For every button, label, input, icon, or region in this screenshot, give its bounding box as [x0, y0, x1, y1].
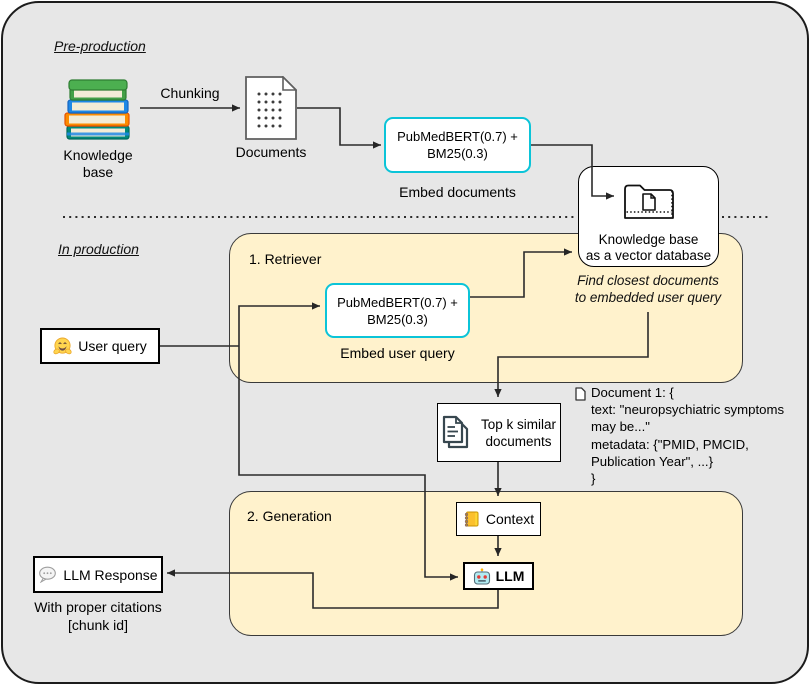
documents-icon [245, 75, 298, 145]
generation-title: 2. Generation [247, 508, 332, 524]
embedder-line2: BM25(0.3) [367, 311, 428, 327]
embed-documents-caption: Embed documents [399, 184, 516, 200]
in-production-label: In production [58, 241, 139, 257]
llm-label: LLM [495, 568, 525, 584]
embedder-line1: PubMedBERT(0.7) + [397, 129, 518, 144]
llm-response-node: LLM Response [33, 556, 163, 593]
embedder-line2: BM25(0.3) [427, 146, 488, 161]
vector-db-node: Knowledge base as a vector database [578, 166, 719, 267]
context-label: Context [485, 511, 535, 527]
top-k-node: Top k similar documents [437, 403, 561, 462]
context-node: Context [456, 502, 541, 536]
llm-response-caption: With proper citations [chunk id] [34, 599, 162, 633]
knowledge-base-label: Knowledge base [63, 147, 133, 180]
hugging-face-icon [53, 337, 72, 356]
find-closest-note: Find closest documents to embedded user … [574, 273, 722, 305]
retriever-title: 1. Retriever [249, 251, 322, 267]
small-page-icon [575, 387, 586, 406]
vector-db-line1: Knowledge base [598, 232, 699, 247]
ledger-icon [463, 510, 480, 528]
document-annotation: Document 1: { text: "neuropsychiatric sy… [591, 385, 785, 487]
llm-response-label: LLM Response [63, 566, 158, 583]
embed-user-query-caption: Embed user query [340, 345, 455, 361]
documents-label: Documents [235, 144, 307, 160]
user-query-node: User query [40, 328, 160, 364]
embed-documents-node: PubMedBERT(0.7) + BM25(0.3) [384, 117, 531, 173]
pre-production-label: Pre-production [54, 38, 146, 54]
books-icon [56, 70, 140, 151]
vector-db-line2: as a vector database [585, 248, 712, 263]
user-query-label: User query [78, 338, 147, 354]
llm-node: LLM [463, 562, 534, 590]
embed-user-query-node: PubMedBERT(0.7) + BM25(0.3) [325, 283, 470, 338]
robot-icon [473, 567, 491, 585]
two-pages-icon [439, 414, 473, 452]
folder-icon [621, 176, 677, 227]
embedder-line1: PubMedBERT(0.7) + [337, 294, 458, 310]
top-k-label: Top k similar documents [480, 416, 556, 449]
chunking-label: Chunking [160, 85, 220, 101]
speech-balloon-icon [38, 566, 57, 583]
